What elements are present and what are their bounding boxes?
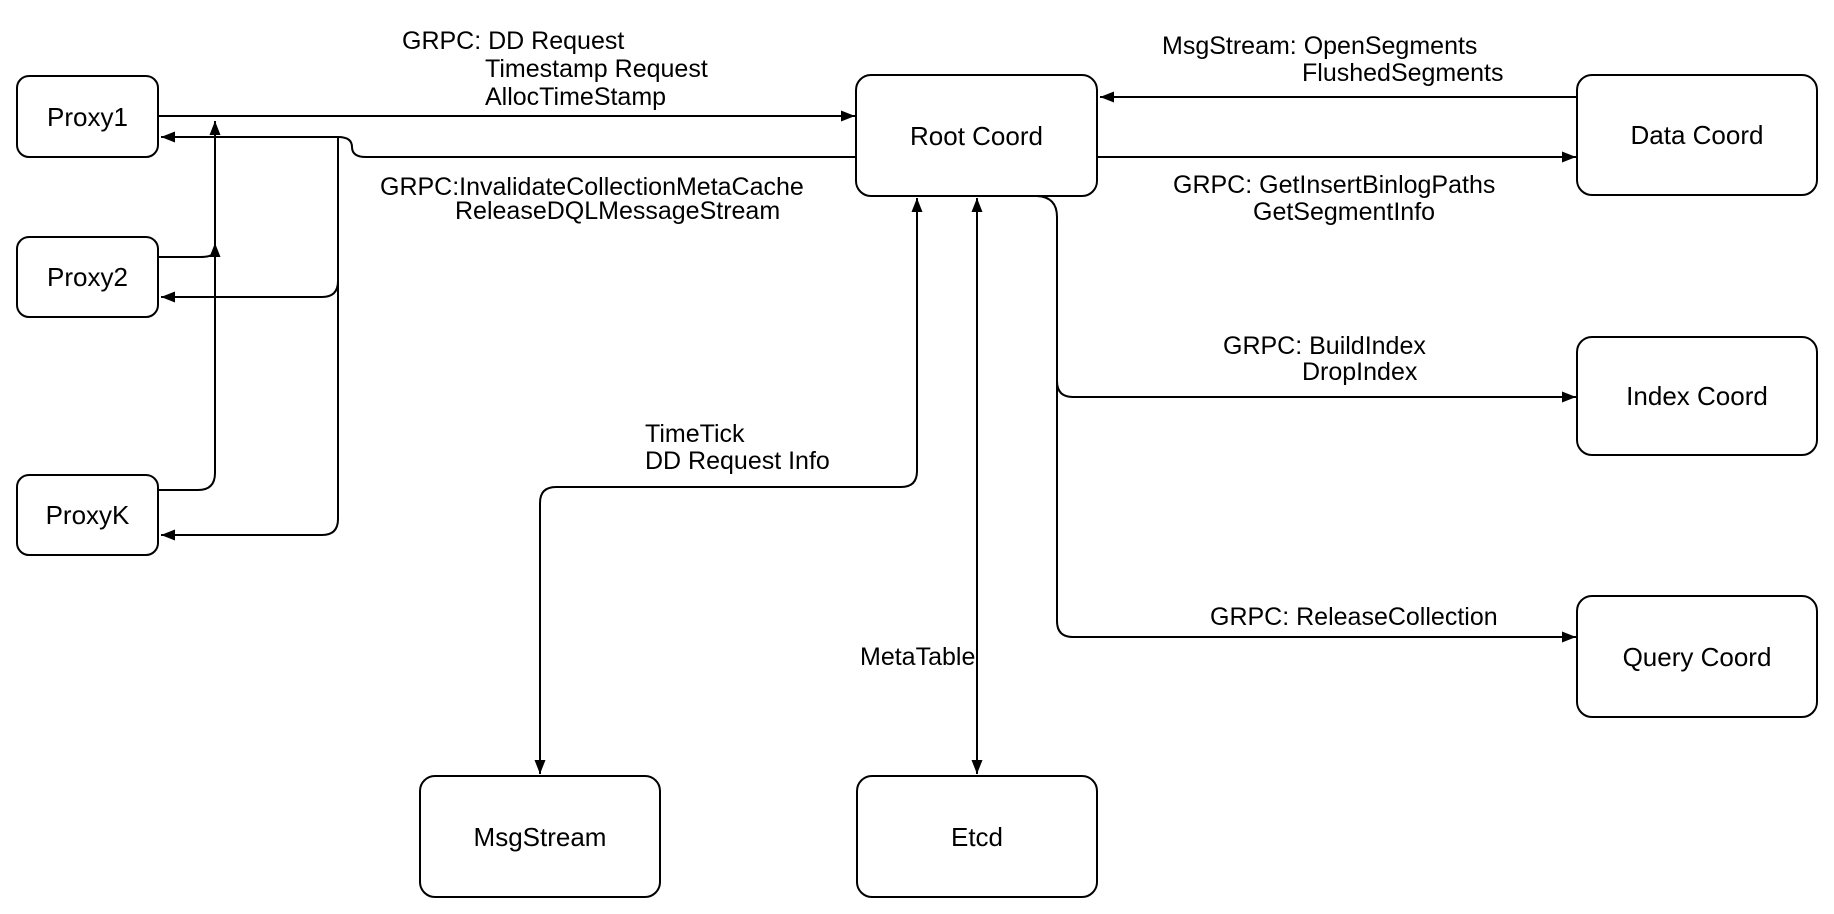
edge-proxy2-merge-trunk — [158, 243, 221, 258]
edge-rootcoord-to-proxy1 — [161, 131, 856, 158]
node-proxy1-label: Proxy1 — [47, 102, 128, 132]
edge-label-data-to-root-line1: MsgStream: OpenSegments — [1162, 32, 1477, 60]
node-rootcoord-box — [855, 74, 1098, 197]
node-proxyk-box — [16, 474, 159, 556]
node-proxy1-box — [16, 75, 159, 158]
edge-rootcoord-to-proxyk — [161, 137, 339, 541]
edge-rootcoord-to-querycoord — [1036, 195, 1576, 643]
edge-label-root-to-etcd-line1: MetaTable — [860, 643, 975, 671]
edge-label-root-to-query-line1: GRPC: ReleaseCollection — [1210, 603, 1498, 631]
edge-rootcoord-msgstream — [534, 198, 923, 774]
edge-proxyk-merge-trunk — [158, 121, 221, 491]
node-indexcoord-box — [1576, 336, 1818, 456]
edge-label-proxies-to-root-line2: Timestamp Request — [485, 55, 708, 83]
node-msgstream-label: MsgStream — [474, 822, 607, 852]
node-etcd-box — [856, 775, 1098, 898]
node-querycoord-box — [1576, 595, 1818, 718]
edge-label-data-to-root-line2: FlushedSegments — [1302, 59, 1504, 87]
edge-label-root-to-proxies-line1: GRPC:InvalidateCollectionMetaCache — [380, 173, 804, 201]
node-proxy2-label: Proxy2 — [47, 262, 128, 292]
edge-label-root-to-msgstream-line2: DD Request Info — [645, 447, 830, 475]
edge-label-root-to-index-line1: GRPC: BuildIndex — [1223, 332, 1426, 360]
node-datacoord-label: Data Coord — [1631, 120, 1764, 150]
node-rootcoord-label: Root Coord — [910, 121, 1043, 151]
edge-label-root-to-msgstream-line1: TimeTick — [645, 420, 745, 448]
edge-label-root-to-index-line2: DropIndex — [1302, 358, 1418, 386]
node-datacoord-box — [1576, 74, 1818, 196]
node-indexcoord-label: Index Coord — [1626, 381, 1768, 411]
node-querycoord-label: Query Coord — [1623, 642, 1772, 672]
edge-rootcoord-to-proxy2 — [161, 280, 339, 303]
edge-rootcoord-to-indexcoord — [1056, 380, 1576, 403]
node-proxyk-label: ProxyK — [46, 500, 130, 530]
edge-label-proxies-to-root-line1: GRPC: DD Request — [402, 27, 624, 55]
node-proxy2-box — [16, 236, 159, 318]
edge-label-root-to-data-line2: GetSegmentInfo — [1253, 198, 1435, 226]
node-msgstream-box — [419, 775, 661, 898]
edge-label-root-to-data-line1: GRPC: GetInsertBinlogPaths — [1173, 171, 1495, 199]
edge-label-proxies-to-root-line3: AllocTimeStamp — [485, 83, 666, 111]
node-etcd-label: Etcd — [951, 822, 1003, 852]
edge-label-root-to-proxies-line2: ReleaseDQLMessageStream — [455, 197, 780, 225]
